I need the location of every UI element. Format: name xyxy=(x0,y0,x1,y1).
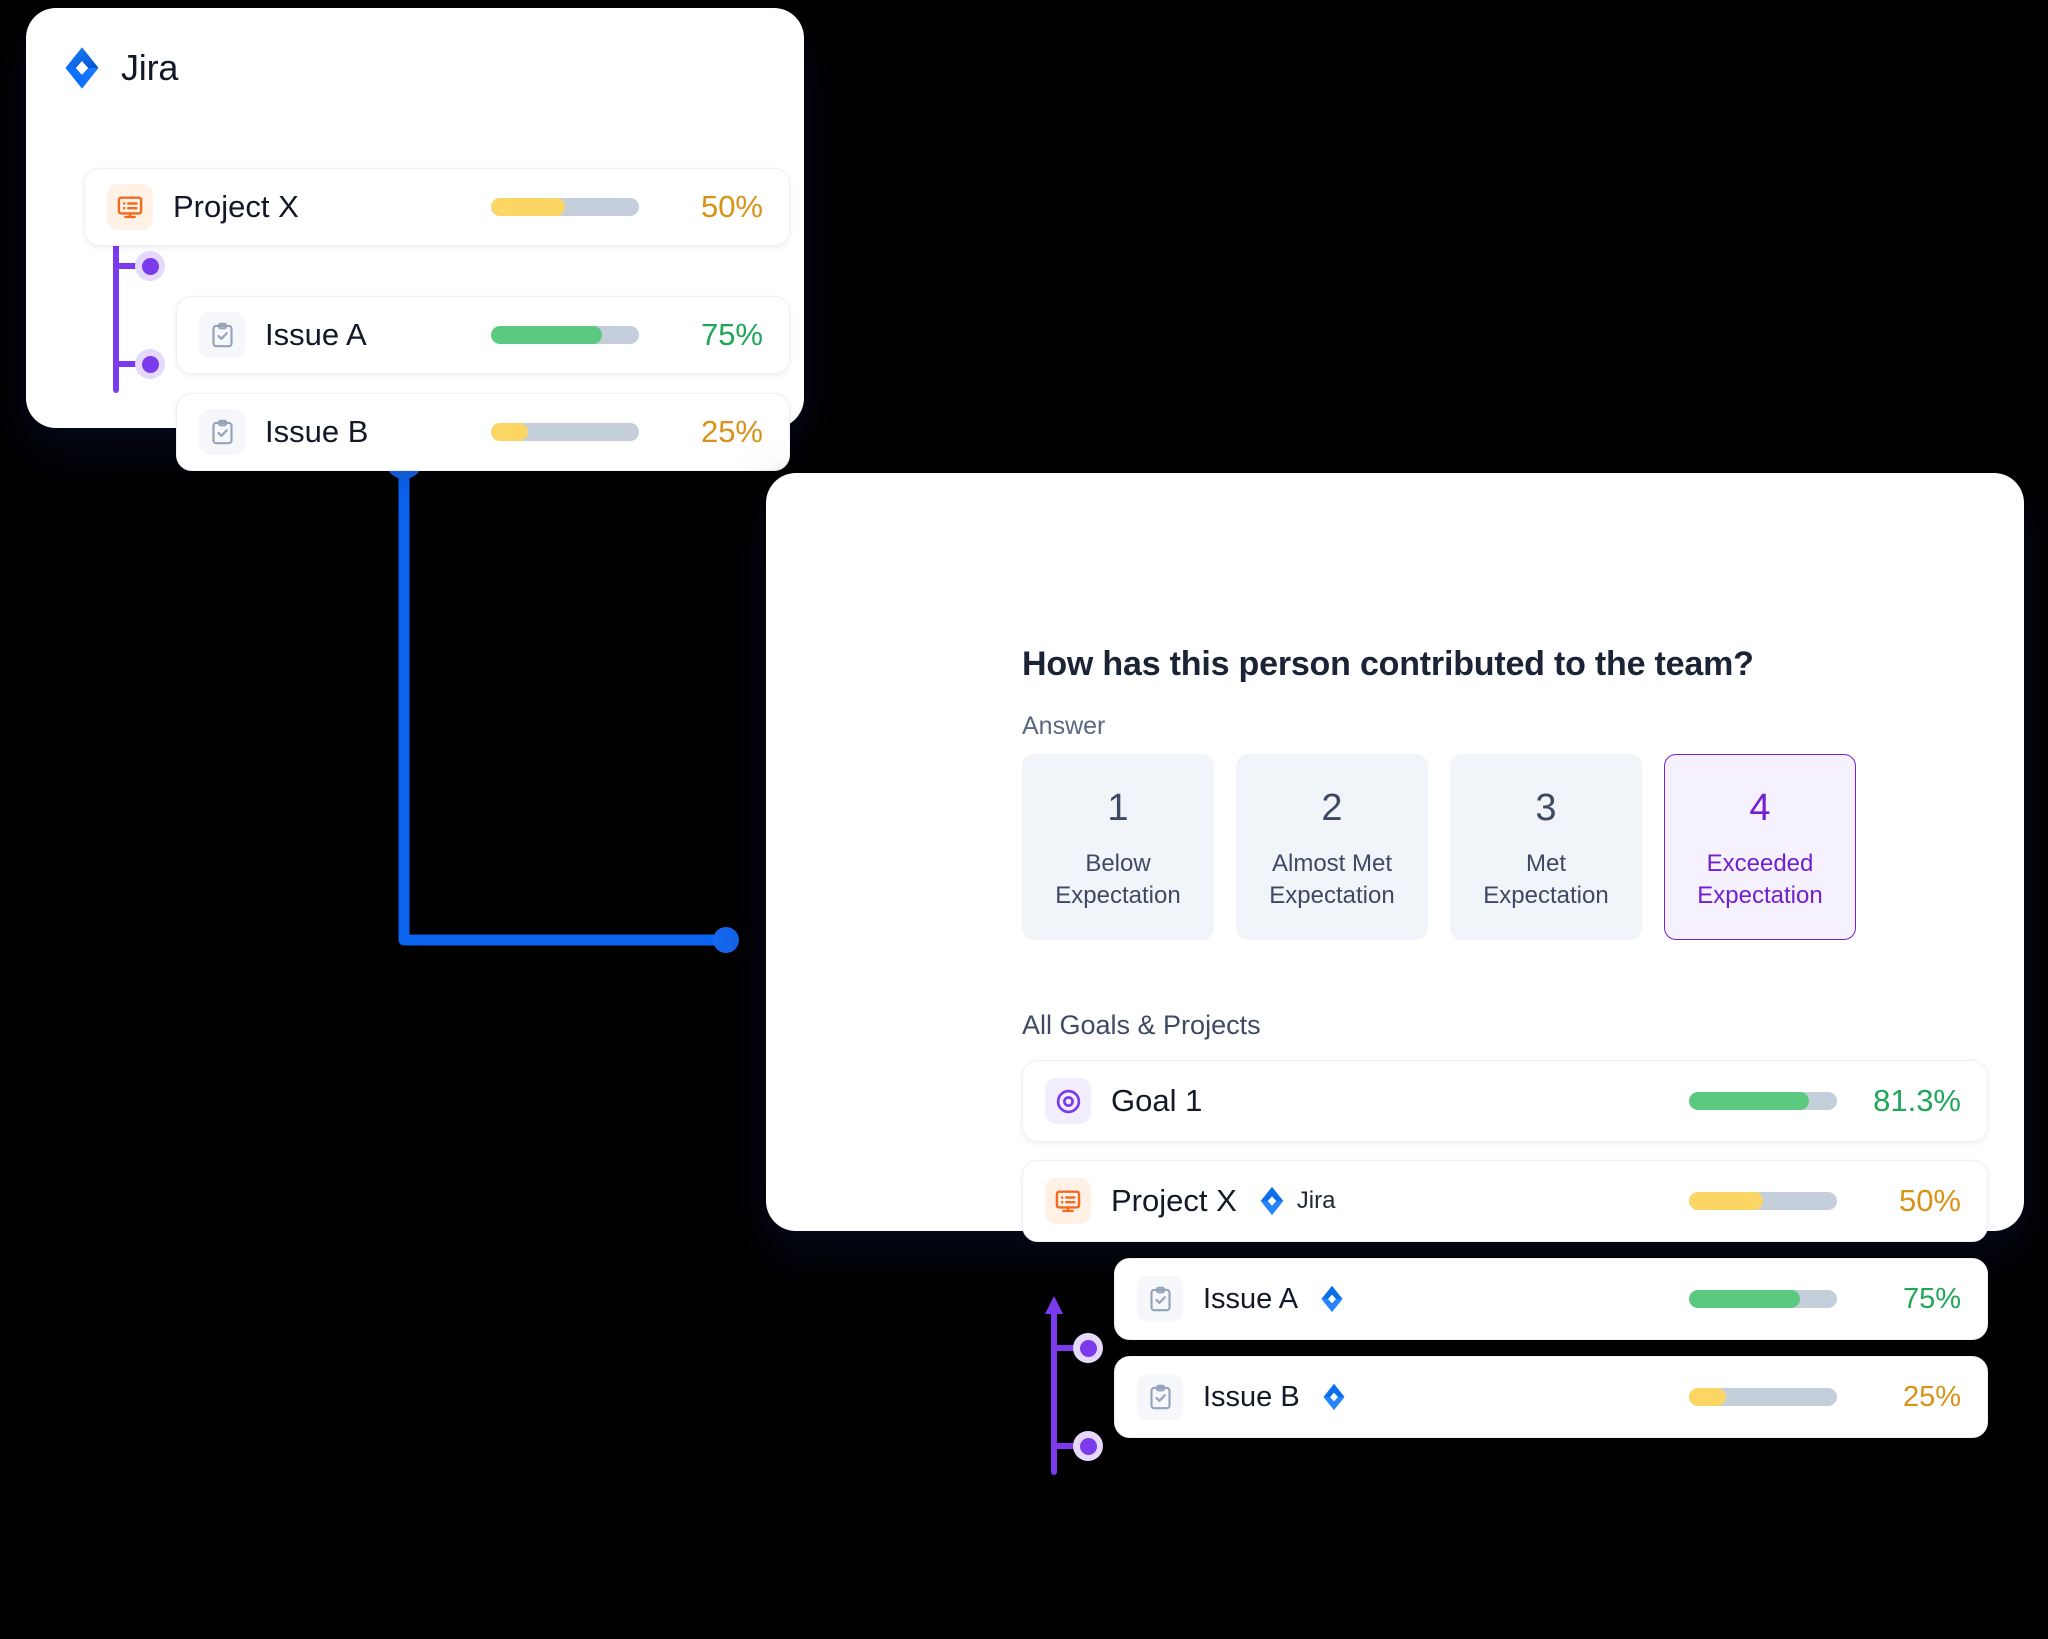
jira-source-card: Jira xyxy=(26,8,804,471)
row-right: 25% xyxy=(491,414,789,450)
row-left: Issue A xyxy=(1115,1276,1689,1322)
option-line-2: Expectation xyxy=(1055,881,1181,909)
row-right: 50% xyxy=(491,189,789,225)
answer-option-3[interactable]: 3 Met Expectation xyxy=(1450,754,1642,940)
progress-percent: 25% xyxy=(700,414,763,449)
clipboard-check-icon xyxy=(1137,1276,1183,1322)
jira-row-issue-b[interactable]: Issue B 25% xyxy=(176,393,790,471)
jira-diamond-icon xyxy=(1323,1383,1345,1411)
answer-option-4[interactable]: 4 Exceeded Expectation xyxy=(1664,754,1856,940)
hierarchy-node-dot-issue-a xyxy=(135,251,165,281)
row-left: Issue B xyxy=(1115,1374,1689,1420)
row-right: 81.3% xyxy=(1689,1083,1987,1119)
source-badge-label: Jira xyxy=(1296,1187,1336,1214)
answer-option-1[interactable]: 1 Below Expectation xyxy=(1022,754,1214,940)
progress-bar xyxy=(1689,1388,1837,1406)
option-number: 2 xyxy=(1321,786,1343,829)
progress-percent: 75% xyxy=(1902,1282,1961,1315)
option-line-2: Expectation xyxy=(1269,881,1395,909)
option-number: 1 xyxy=(1107,786,1129,829)
row-label: Issue A xyxy=(1203,1282,1299,1315)
row-right: 50% xyxy=(1689,1183,1987,1219)
answer-options: 1 Below Expectation 2 Almost Met Expecta… xyxy=(1022,754,1856,940)
option-number: 3 xyxy=(1535,786,1557,829)
option-line-1: Below xyxy=(1085,849,1151,877)
review-row-goal-1[interactable]: Goal 1 81.3% xyxy=(1022,1060,1988,1142)
row-left: Issue A xyxy=(177,312,491,358)
review-row-issue-a[interactable]: Issue A 75% xyxy=(1114,1258,1988,1340)
project-board-icon xyxy=(1045,1178,1091,1224)
progress-fill xyxy=(1689,1290,1800,1308)
integration-flow-connector xyxy=(385,441,739,953)
review-row-project-x[interactable]: Project X Jira 50% xyxy=(1022,1160,1988,1242)
clipboard-check-icon xyxy=(199,312,245,358)
hierarchy-node-dot-issue-a-right xyxy=(1073,1333,1103,1363)
progress-percent: 50% xyxy=(700,189,763,224)
option-line-2: Expectation xyxy=(1483,881,1609,909)
jira-app-title: Jira xyxy=(121,47,179,88)
progress-bar xyxy=(491,423,639,441)
row-left: Issue B xyxy=(177,409,491,455)
progress-percent: 81.3% xyxy=(1873,1083,1961,1118)
jira-diamond-icon xyxy=(65,47,99,89)
row-label: Issue B xyxy=(1203,1380,1300,1413)
progress-bar xyxy=(1689,1092,1837,1110)
row-label: Goal 1 xyxy=(1111,1083,1203,1118)
row-right: 25% xyxy=(1689,1381,1987,1414)
jira-card-header: Jira xyxy=(26,8,804,90)
row-left: Project X xyxy=(85,184,491,230)
progress-fill xyxy=(491,423,528,441)
progress-fill xyxy=(1689,1388,1726,1406)
progress-percent: 75% xyxy=(700,317,763,352)
progress-percent: 50% xyxy=(1898,1183,1961,1218)
jira-diamond-icon xyxy=(1260,1186,1284,1216)
progress-fill xyxy=(491,326,602,344)
row-left: Goal 1 xyxy=(1023,1078,1689,1124)
progress-fill xyxy=(1689,1192,1763,1210)
progress-bar xyxy=(1689,1290,1837,1308)
row-left: Project X Jira xyxy=(1023,1178,1689,1224)
clipboard-check-icon xyxy=(1137,1374,1183,1420)
project-board-icon xyxy=(107,184,153,230)
progress-fill xyxy=(491,198,565,216)
review-row-issue-b[interactable]: Issue B 25% xyxy=(1114,1356,1988,1438)
row-label: Issue B xyxy=(265,414,369,449)
progress-percent: 25% xyxy=(1902,1380,1961,1413)
jira-row-issue-a[interactable]: Issue A 75% xyxy=(176,296,790,374)
question-title: How has this person contributed to the t… xyxy=(1022,645,1754,683)
answer-label: Answer xyxy=(1022,712,1106,740)
option-line-2: Expectation xyxy=(1697,881,1823,909)
row-label: Project X xyxy=(1111,1183,1237,1218)
row-right: 75% xyxy=(1689,1283,1987,1316)
source-badge-jira: Jira xyxy=(1257,1186,1336,1216)
option-line-1: Exceeded xyxy=(1706,849,1814,877)
progress-bar xyxy=(491,326,639,344)
jira-diamond-icon xyxy=(1321,1285,1343,1313)
option-number: 4 xyxy=(1749,786,1771,829)
hierarchy-node-dot-issue-b-right xyxy=(1073,1431,1103,1461)
hierarchy-node-dot-issue-b xyxy=(135,349,165,379)
progress-fill xyxy=(1689,1092,1810,1110)
clipboard-check-icon xyxy=(199,409,245,455)
flow-end-dot xyxy=(713,927,739,953)
option-line-1: Met xyxy=(1525,849,1566,877)
row-label: Project X xyxy=(173,189,299,224)
section-label-goals-projects: All Goals & Projects xyxy=(1022,1010,1261,1040)
progress-bar xyxy=(491,198,639,216)
target-goal-icon xyxy=(1045,1078,1091,1124)
option-line-1: Almost Met xyxy=(1271,849,1393,877)
row-label: Issue A xyxy=(265,317,367,352)
answer-option-2[interactable]: 2 Almost Met Expectation xyxy=(1236,754,1428,940)
jira-row-project-x[interactable]: Project X 50% xyxy=(84,168,790,246)
row-right: 75% xyxy=(491,317,789,353)
progress-bar xyxy=(1689,1192,1837,1210)
